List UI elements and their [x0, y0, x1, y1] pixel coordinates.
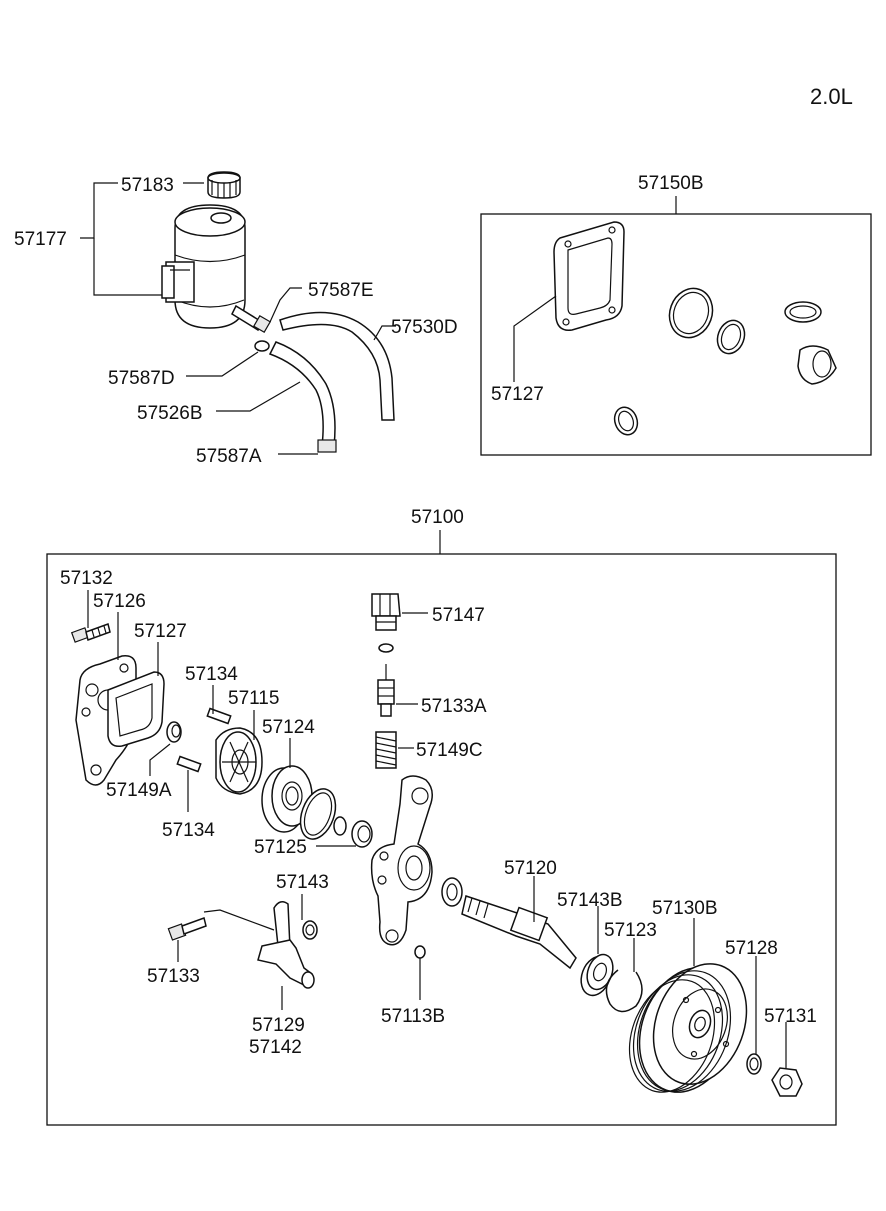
label-57124: 57124 [262, 717, 315, 738]
pin-57134-upper [206, 707, 232, 725]
plug-57113B [414, 945, 426, 959]
label-57177: 57177 [14, 229, 67, 250]
label-57133A: 57133A [421, 696, 487, 717]
o-ring-57125-large [299, 788, 337, 840]
label-57587D: 57587D [108, 368, 175, 389]
reservoir-cap [207, 171, 241, 199]
spring-57149C [375, 731, 397, 769]
pulley-57130B [628, 963, 748, 1093]
seal-57125 [351, 820, 373, 848]
label-57587A: 57587A [196, 446, 262, 467]
label-57133: 57133 [147, 966, 200, 987]
clamp-57587D [254, 340, 270, 352]
label-57100: 57100 [411, 507, 464, 528]
gasket-57127-pump [107, 671, 165, 748]
engine-label: 2.0L [810, 84, 853, 109]
label-57149C: 57149C [416, 740, 483, 761]
o-ring-57125-small [333, 816, 347, 836]
oil-seal [797, 345, 837, 385]
valve-57133A [377, 664, 395, 717]
label-57131: 57131 [764, 1006, 817, 1027]
seal-ring [716, 319, 746, 355]
label-57142: 57142 [249, 1037, 302, 1058]
clamp-57587A [317, 439, 337, 453]
label-57123: 57123 [604, 920, 657, 941]
seal-kit-box [480, 213, 872, 456]
shaft-57120 [461, 895, 577, 970]
label-57149A: 57149A [106, 780, 172, 801]
pin-57134-lower [176, 755, 202, 773]
label-57183: 57183 [121, 175, 174, 196]
label-57134-lower: 57134 [162, 820, 215, 841]
label-57147: 57147 [432, 605, 485, 626]
label-57130B: 57130B [652, 898, 718, 919]
bracket-57129 [257, 901, 315, 989]
o-ring-57143 [302, 920, 318, 940]
small-o-ring [613, 406, 639, 436]
gasket-57127 [553, 221, 625, 331]
label-57127-kit: 57127 [491, 384, 544, 405]
o-ring-flat [784, 301, 822, 323]
label-57129: 57129 [252, 1015, 305, 1036]
label-57526B: 57526B [137, 403, 203, 424]
shaft-washer [441, 877, 463, 907]
bolt-57132 [70, 623, 111, 643]
label-57113B: 57113B [381, 1006, 445, 1027]
pump-group: 57100 [46, 507, 837, 1126]
pump-body [370, 775, 433, 946]
label-57126: 57126 [93, 591, 146, 612]
seal-kit-group: 57150B 57127 [480, 173, 872, 456]
label-57120: 57120 [504, 858, 557, 879]
seal-57149A [166, 721, 182, 743]
label-57530D: 57530D [391, 317, 458, 338]
bearing-57143B [580, 953, 614, 997]
label-57587E: 57587E [308, 280, 374, 301]
label-57115: 57115 [228, 688, 279, 709]
hose-57530D [279, 311, 395, 421]
reservoir-tank [161, 204, 272, 334]
snap-ring-57123 [605, 969, 643, 1013]
rotor-57115 [215, 727, 263, 795]
bolt-57133 [167, 917, 207, 941]
pump-box [46, 553, 837, 1126]
label-57143B: 57143B [557, 890, 623, 911]
fitting-57147 [371, 593, 401, 653]
label-57132: 57132 [60, 568, 113, 589]
reservoir-group: 57177 57183 57587E 57530D 57587D 57526B … [14, 171, 458, 467]
label-57125: 57125 [254, 837, 307, 858]
o-ring-large [668, 287, 714, 339]
washer-57128 [746, 1053, 762, 1075]
label-57150B: 57150B [638, 173, 704, 194]
label-57127-pump: 57127 [134, 621, 187, 642]
label-57143: 57143 [276, 872, 329, 893]
nut-57131 [771, 1067, 803, 1097]
label-57128: 57128 [725, 938, 778, 959]
label-57134-upper: 57134 [185, 664, 238, 685]
